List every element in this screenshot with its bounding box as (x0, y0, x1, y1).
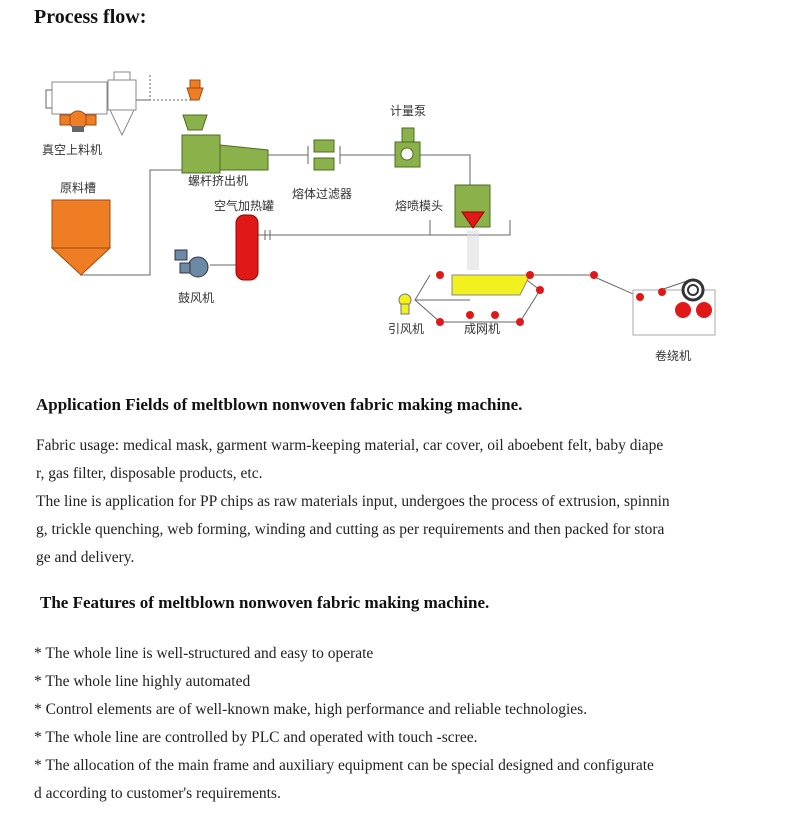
application-line: The line is application for PP chips as … (36, 493, 670, 510)
label-raw-material-tank: 原料槽 (60, 181, 96, 195)
web-former (436, 271, 544, 326)
feature-item: * The whole line is well-structured and … (34, 645, 374, 662)
feature-item: d according to customer's requirements. (34, 785, 281, 802)
label-suction-fan: 引风机 (388, 322, 424, 336)
application-line: r, gas filter, disposable products, etc. (36, 465, 263, 482)
feature-item: * The whole line highly automated (34, 673, 251, 690)
pipelines (80, 75, 691, 323)
vacuum-loader-unit (45, 71, 137, 137)
label-melt-filter: 熔体过滤器 (292, 186, 352, 201)
page-title: Process flow: (34, 6, 147, 28)
label-blower: 鼓风机 (178, 291, 214, 305)
blower (174, 249, 209, 278)
process-flow-diagram: 真空上料机 原料槽 螺杆挤出机 熔体过滤器 计量泵 熔喷模头 空气加热罐 (42, 71, 716, 363)
meltblown-die (454, 184, 491, 270)
screw-extruder (181, 79, 269, 174)
feature-item: * Control elements are of well-known mak… (34, 701, 588, 718)
feature-item: * The whole line are controlled by PLC a… (34, 729, 478, 746)
application-text: Fabric usage: medical mask, garment warm… (36, 432, 670, 572)
features-list: * The whole line is well-structured and … (34, 640, 654, 808)
label-meltblown-die: 熔喷模头 (395, 198, 443, 213)
features-heading: The Features of meltblown nonwoven fabri… (40, 593, 490, 612)
metering-pump (394, 127, 421, 168)
feature-item: * The allocation of the main frame and a… (34, 757, 654, 774)
label-vacuum-loader: 真空上料机 (42, 143, 102, 157)
suction-fan (398, 293, 412, 315)
melt-filter (307, 139, 341, 171)
label-air-heating-tank: 空气加热罐 (214, 198, 274, 213)
application-line: Fabric usage: medical mask, garment warm… (36, 437, 664, 454)
raw-material-tank (50, 199, 112, 276)
air-heating-tank (235, 214, 259, 281)
application-heading: Application Fields of meltblown nonwoven… (36, 395, 523, 414)
application-line: ge and delivery. (36, 549, 135, 566)
label-web-former: 成网机 (464, 322, 500, 336)
label-winder: 卷绕机 (655, 348, 691, 363)
label-screw-extruder: 螺杆挤出机 (188, 173, 248, 188)
application-line: g, trickle quenching, web forming, windi… (36, 521, 665, 538)
label-metering-pump: 计量泵 (390, 104, 426, 118)
winder (590, 271, 716, 336)
